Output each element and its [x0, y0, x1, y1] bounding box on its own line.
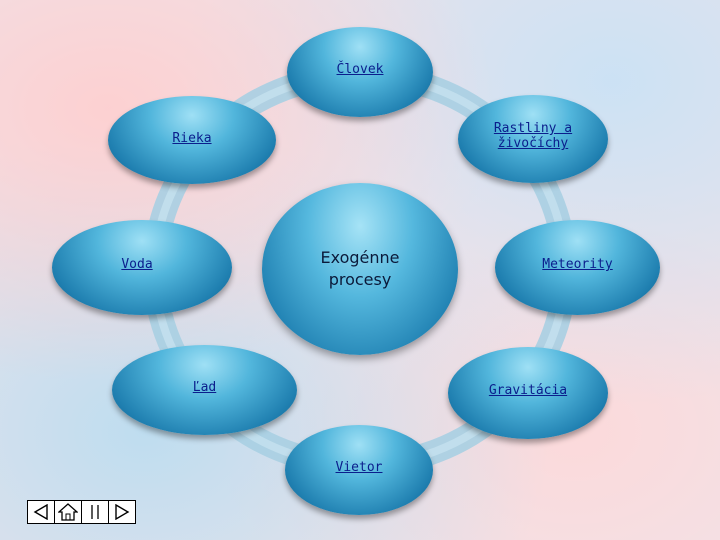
- node-vietor[interactable]: Vietor: [285, 425, 433, 515]
- node-lad[interactable]: Ľad: [112, 345, 297, 435]
- next-button[interactable]: [108, 500, 136, 524]
- home-button[interactable]: [54, 500, 82, 524]
- node-rastliny[interactable]: Rastliny a živočíchy: [458, 95, 608, 183]
- node-rieka-label[interactable]: Rieka: [172, 130, 212, 146]
- node-gravitacia[interactable]: Gravitácia: [448, 347, 608, 439]
- node-clovek[interactable]: Človek: [287, 27, 433, 117]
- home-icon: [58, 503, 78, 521]
- node-lad-label[interactable]: Ľad: [192, 379, 217, 395]
- prev-icon: [33, 504, 48, 520]
- node-voda[interactable]: Voda: [52, 220, 232, 315]
- navigator-button[interactable]: [81, 500, 109, 524]
- node-clovek-label[interactable]: Človek: [336, 61, 384, 77]
- center-label: Exogénne procesy: [320, 248, 400, 289]
- node-rieka[interactable]: Rieka: [108, 96, 276, 184]
- center-node: Exogénne procesy: [262, 183, 458, 355]
- node-meteority[interactable]: Meteority: [495, 220, 660, 315]
- node-vietor-label[interactable]: Vietor: [335, 459, 383, 475]
- node-rastliny-label[interactable]: Rastliny a živočíchy: [493, 121, 573, 151]
- node-meteority-label[interactable]: Meteority: [542, 257, 613, 272]
- navigation-bar: [27, 500, 136, 524]
- navigator-icon: [91, 505, 99, 519]
- next-icon: [115, 504, 130, 520]
- node-gravitacia-label[interactable]: Gravitácia: [488, 382, 568, 398]
- node-voda-label[interactable]: Voda: [121, 257, 153, 272]
- prev-button[interactable]: [27, 500, 55, 524]
